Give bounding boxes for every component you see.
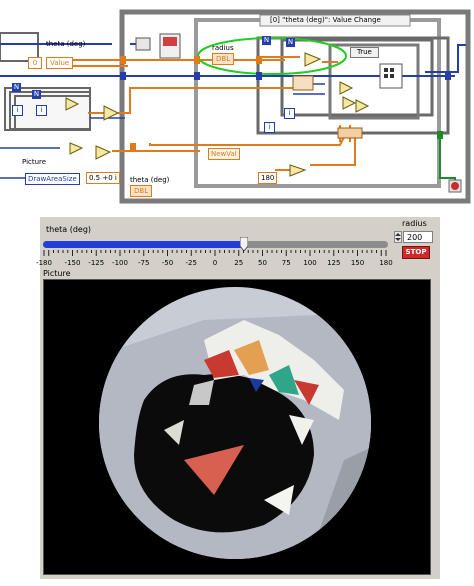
scale-tick-label: -100 (112, 259, 128, 267)
scale-tick-label: 75 (281, 259, 291, 267)
front-panel: theta (deg) -180 -150 -125 -100 -75 -50 -25 0 25… (36, 217, 440, 579)
true-case-structure (328, 43, 420, 120)
theta-label-bottom: theta (deg) (130, 176, 170, 184)
scale-tick-label: 150 (350, 259, 365, 267)
top-left-structure (0, 32, 39, 62)
block-diagram: [0] "theta (deg)": Value Change theta (d… (0, 0, 474, 205)
case-selector-label[interactable]: [0] "theta (deg)": Value Change (270, 16, 381, 24)
i-terminal-3: i (284, 108, 295, 119)
scale-tick-label: -50 (161, 259, 174, 267)
multiply-node (304, 52, 322, 67)
multiply-node-2 (103, 105, 120, 121)
zero-constant[interactable]: 0 (28, 57, 42, 69)
scale-tick-label: 25 (234, 259, 244, 267)
radius-control-label: radius (402, 219, 427, 228)
scale-tick-label: 100 (303, 259, 317, 267)
multiply-node-3 (95, 145, 112, 160)
slider-thumb[interactable] (239, 236, 248, 252)
i-terminal: i (36, 105, 47, 116)
stop-terminal (451, 182, 459, 190)
scale-tick-label: -180 (36, 259, 52, 267)
case-selector-box (259, 14, 411, 27)
constant-180[interactable]: 180 (258, 172, 278, 184)
theta-label-top: theta (deg) (46, 40, 86, 48)
draw-area-size-node[interactable]: DrawAreaSize (25, 173, 80, 185)
i-terminal-4: i (264, 122, 275, 133)
picture-content (99, 287, 371, 559)
value-property-node[interactable]: Value (46, 57, 74, 69)
n-terminal-3: N (286, 38, 295, 47)
complex-constant[interactable]: 0.5 +0 i (86, 172, 120, 184)
n-terminal: N (12, 83, 21, 92)
slider-scale-labels: -180 -150 -125 -100 -75 -50 -25 0 25 50 75 100 125 15… (36, 259, 400, 269)
i-terminal-2: i (12, 105, 23, 116)
while-loop-frame (119, 9, 471, 204)
scale-tick-label: 0 (212, 259, 218, 267)
newval-node: NewVal (208, 148, 240, 160)
block-diagram-wires (0, 9, 471, 204)
radius-input[interactable]: 200 (403, 231, 433, 243)
picture-label-diagram: Picture (22, 158, 47, 166)
slider-fill (43, 241, 244, 248)
stop-button[interactable]: STOP (402, 246, 430, 259)
slider-label: theta (deg) (46, 225, 92, 234)
slider-scale (43, 250, 387, 256)
n-terminal-2: N (262, 36, 271, 45)
scale-tick-label: 50 (258, 259, 267, 267)
scale-tick-label: -25 (185, 259, 197, 267)
scale-tick-label: -75 (138, 259, 150, 267)
scale-tick-label: -150 (64, 259, 81, 267)
n-terminal-4: N (32, 90, 41, 99)
theta-terminal[interactable]: DBL (130, 185, 153, 197)
inner-for-loop (280, 38, 434, 117)
true-case-label[interactable]: True (350, 47, 379, 58)
radius-terminal[interactable]: DBL (212, 53, 235, 65)
scale-tick-label: 125 (327, 259, 341, 267)
scale-tick-label: 180 (379, 259, 393, 267)
picture-label: Picture (43, 269, 71, 278)
radius-label: radius (212, 44, 234, 52)
scale-tick-label: -125 (88, 259, 105, 267)
radius-increment-decrement[interactable] (394, 231, 402, 243)
picture-indicator (43, 279, 431, 575)
